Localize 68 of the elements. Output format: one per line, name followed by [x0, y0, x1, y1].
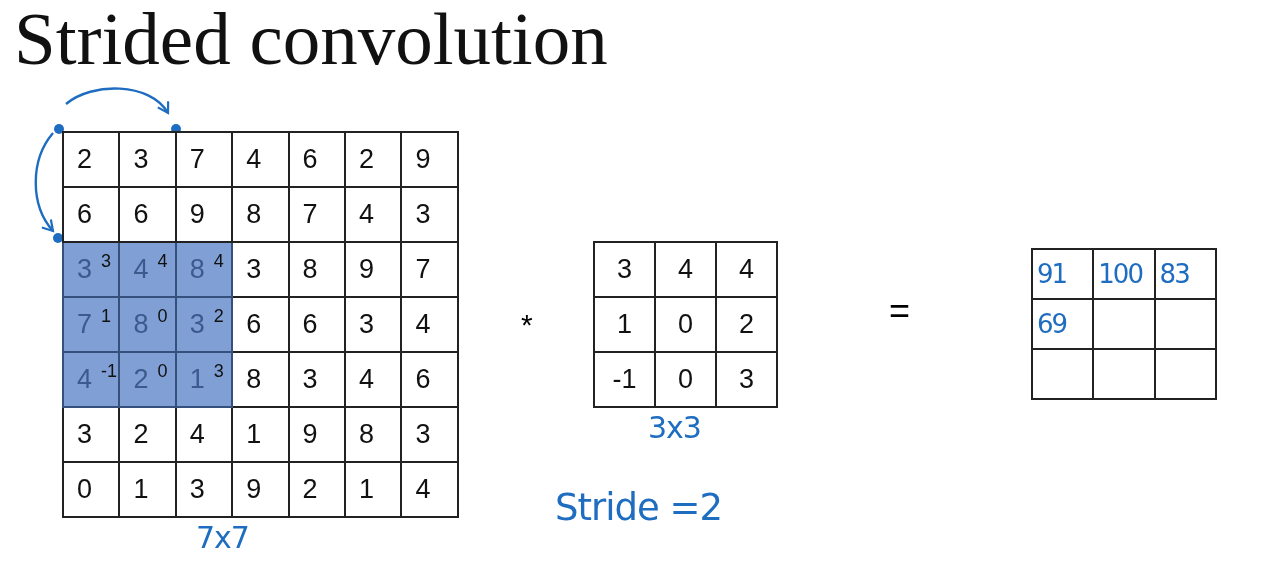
matrix-cell: 7 [402, 243, 459, 298]
matrix-cell: 1 [593, 298, 656, 353]
matrix-cell: 8 [233, 188, 290, 243]
matrix-cell: 3 [62, 408, 121, 463]
window-matrix-cell: 8$^{0}$ [120, 298, 177, 353]
matrix-cell: 6 [289, 131, 346, 188]
matrix-cell: 9 [233, 463, 290, 518]
matrix-cell: 4 [717, 241, 778, 298]
matrix-cell: 6 [289, 298, 346, 353]
matrix-cell: 4 [346, 188, 403, 243]
matrix-cell: 4 [402, 298, 459, 353]
matrix-cell: 1 [120, 463, 177, 518]
window-matrix-cell: 7$^{1}$ [62, 298, 121, 353]
matrix-cell: 6 [402, 353, 459, 408]
matrix-cell: 3 [717, 353, 778, 408]
matrix-cell: 0 [656, 353, 717, 408]
matrix-cell: 8 [233, 353, 290, 408]
matrix-cell: 2 [289, 463, 346, 518]
matrix-cell: 6 [120, 188, 177, 243]
matrix-cell: 7 [176, 131, 234, 188]
matrix-cell: 2 [62, 131, 121, 188]
window-matrix-cell: 2$^{0}$ [120, 353, 177, 408]
matrix-cell: 3 [289, 353, 346, 408]
matrix-cell: 3 [176, 463, 234, 518]
operator-symbol: * [521, 308, 533, 342]
matrix-cell: 3 [120, 131, 177, 188]
size-label: 7x7 [196, 520, 249, 555]
window-matrix-cell: 8$^{4}$ [176, 243, 234, 298]
matrix-cell: 9 [289, 408, 346, 463]
matrix-cell: 0 [62, 463, 121, 518]
matrix-cell: 4 [233, 131, 290, 188]
matrix-cell: 8 [346, 408, 403, 463]
matrix-cell: 1 [233, 408, 290, 463]
matrix-cell: 6 [62, 188, 121, 243]
matrix-cell: 83 [1155, 248, 1217, 300]
matrix-cell: 9 [176, 188, 234, 243]
stride-note: Stride =2 [555, 486, 723, 529]
matrix-cell: 2 [346, 131, 403, 188]
matrix-cell: 2 [120, 408, 177, 463]
matrix-cell: 100 [1094, 248, 1156, 300]
matrix-cell: 6 [233, 298, 290, 353]
matrix-cell: 91 [1031, 248, 1095, 300]
window-matrix-cell: 4$^{4}$ [120, 243, 177, 298]
matrix-cell: 4 [402, 463, 459, 518]
matrix-cell: 2 [717, 298, 778, 353]
matrix-cell: 4 [656, 241, 717, 298]
matrix-cell: 3 [402, 408, 459, 463]
matrix-cell: -1 [593, 353, 656, 408]
title: Strided convolution [14, 0, 608, 81]
matrix-cell: 3 [346, 298, 403, 353]
size-label: 3x3 [648, 410, 701, 445]
matrix-cell: 1 [346, 463, 403, 518]
matrix-cell: 9 [402, 131, 459, 188]
window-matrix-cell: 3$^{3}$ [62, 243, 121, 298]
window-matrix-cell: 4$^{-1}$ [62, 353, 121, 408]
equals-sign: = [889, 290, 911, 332]
matrix-cell: 9 [346, 243, 403, 298]
matrix-cell: 4 [176, 408, 234, 463]
matrix-cell: 3 [402, 188, 459, 243]
matrix-cell: 8 [289, 243, 346, 298]
window-matrix-cell: 1$^{3}$ [176, 353, 234, 408]
matrix-cell: 7 [289, 188, 346, 243]
matrix-cell: 69 [1031, 300, 1095, 350]
matrix-cell: 4 [346, 353, 403, 408]
matrix-cell: 3 [593, 241, 656, 298]
window-matrix-cell: 3$^{2}$ [176, 298, 234, 353]
matrix-cell: 0 [656, 298, 717, 353]
matrix-cell: 3 [233, 243, 290, 298]
